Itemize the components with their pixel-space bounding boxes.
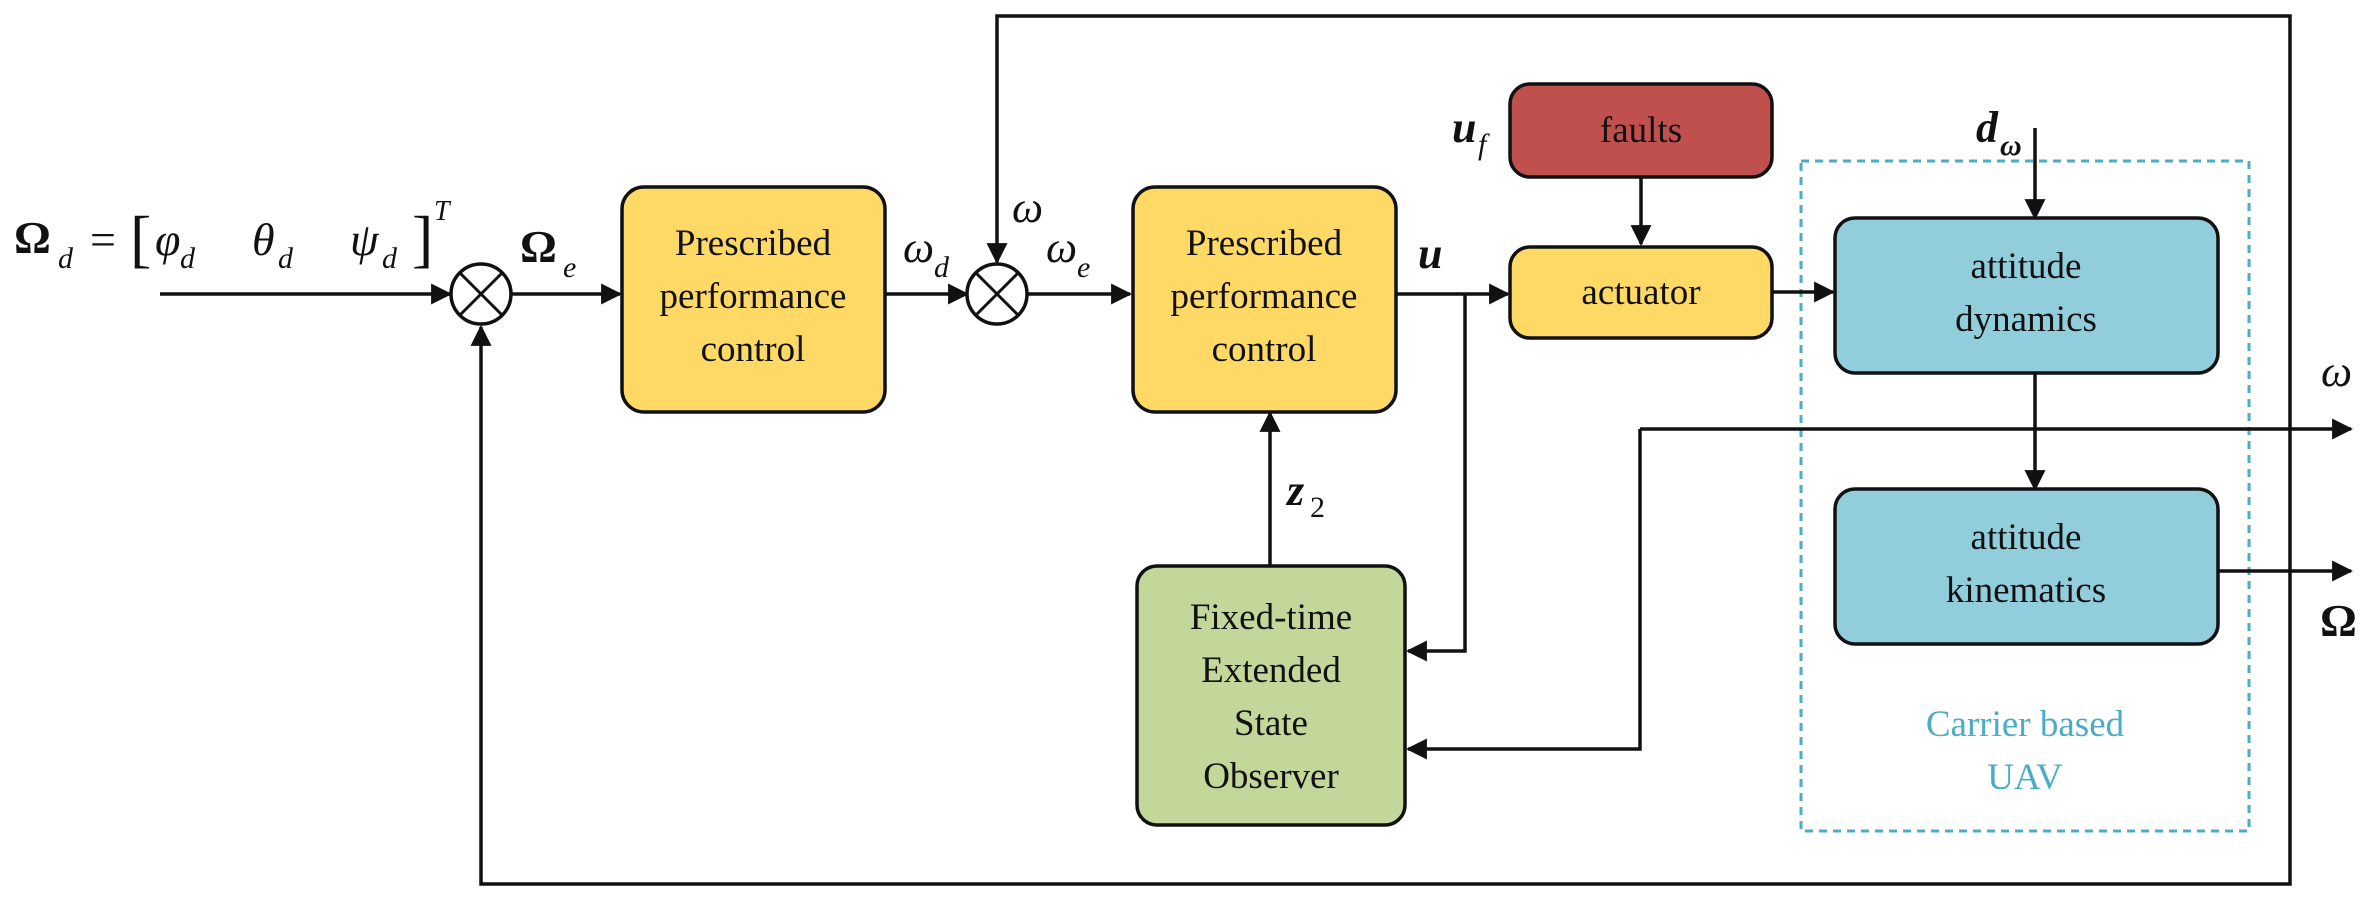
observer-line2: Extended [1201,650,1341,691]
svg-text:ψ: ψ [350,214,380,265]
disturbance-label: d ω [1976,103,2022,162]
attitude-dynamics-block: attitude dynamics [1833,216,2220,375]
svg-text:[: [ [130,203,151,274]
omega-e-label: Ω e [520,221,576,284]
svg-text:ω: ω [903,223,934,272]
ppc2-line2: performance [1171,276,1358,317]
svg-text:z: z [1285,466,1304,515]
ppc2-line3: control [1212,329,1317,370]
kinematics-line1: attitude [1971,517,2082,558]
svg-text:ω: ω [2000,129,2022,162]
uav-label-line1: Carrier based [1926,704,2125,745]
omega-d-label: ω d [903,223,950,284]
omega-feedback-label: ω [1012,183,1043,232]
observer-line1: Fixed-time [1190,597,1352,638]
input-reference-label: Ω d = [ φ d θ d ψ d ] T [14,196,452,275]
ppc1-line2: performance [660,276,847,317]
dynamics-line2: dynamics [1955,299,2097,340]
carrier-uav-group-border [1799,159,2251,833]
ppc1-line3: control [701,329,806,370]
svg-text:d: d [278,242,294,275]
faults-label: faults [1600,110,1682,151]
svg-text:Ω: Ω [14,212,51,263]
svg-text:d: d [180,242,196,275]
ppc-block-inner: Prescribed performance control [1131,185,1398,414]
svg-text:]: ] [412,203,433,274]
actuator-label: actuator [1581,272,1700,313]
svg-text:d: d [382,242,398,275]
sum-junction-1 [449,262,513,326]
svg-text:u: u [1452,103,1476,152]
sum-junction-2 [965,262,1029,326]
u-label: u [1418,229,1442,278]
dynamics-line1: attitude [1971,246,2082,287]
svg-text:θ: θ [252,214,275,265]
svg-text:d: d [58,242,74,275]
svg-text:e: e [1077,251,1090,284]
Omega-output-label: Ω [2320,595,2357,646]
omega-output-label: ω [2321,347,2352,396]
faults-block: faults [1508,82,1774,179]
observer-line4: Observer [1203,756,1339,797]
observer-line3: State [1234,703,1308,744]
ppc1-line1: Prescribed [675,223,832,264]
svg-text:φ: φ [155,214,180,265]
omega-e-small-label: ω e [1046,223,1090,284]
svg-text:2: 2 [1310,491,1325,524]
uav-label-line2: UAV [1987,757,2063,798]
ppc2-line1: Prescribed [1186,223,1343,264]
inner-omega-feedback-line [986,14,2292,571]
u-to-observer-line [1405,294,1467,662]
attitude-kinematics-block: attitude kinematics [1833,487,2220,646]
svg-text:Ω: Ω [520,221,557,272]
u-f-label: u f [1452,103,1490,161]
ppc-block-outer: Prescribed performance control [620,185,887,414]
svg-text:f: f [1478,128,1490,161]
observer-block: Fixed-time Extended State Observer [1135,564,1407,827]
svg-text:T: T [434,196,452,227]
svg-text:d: d [934,251,950,284]
kinematics-line2: kinematics [1946,570,2106,611]
outer-feedback-line [470,324,2292,886]
svg-text:e: e [563,251,576,284]
z2-label: z 2 [1285,466,1325,524]
svg-text:ω: ω [1046,223,1077,272]
svg-text:=: = [90,214,116,265]
svg-text:d: d [1976,103,1999,152]
omega-to-observer-line [1405,429,1642,760]
actuator-block: actuator [1508,245,1774,340]
